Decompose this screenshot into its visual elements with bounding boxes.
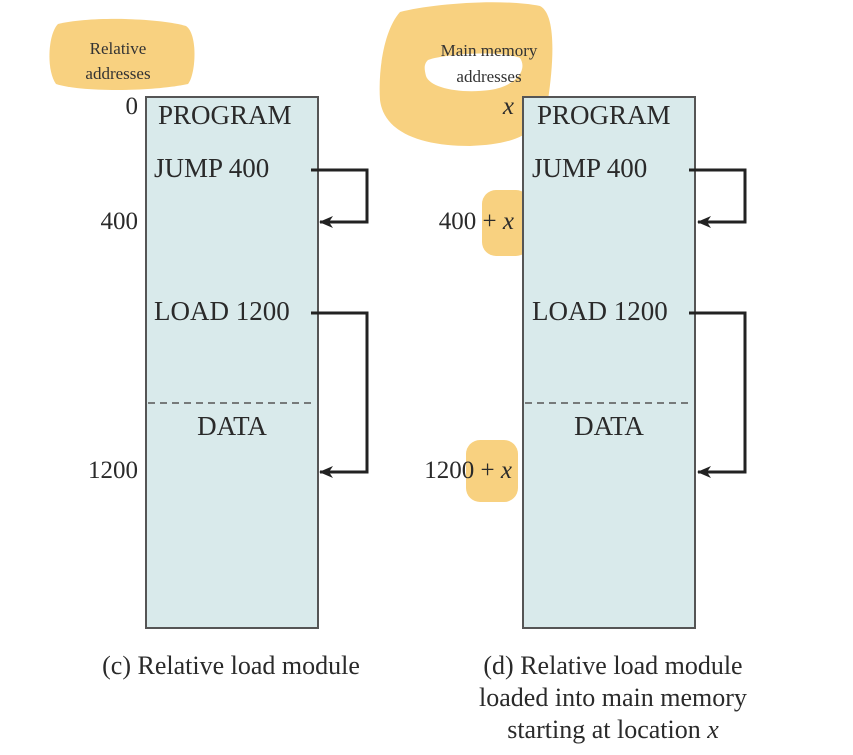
highlight-1200-plus-x bbox=[466, 440, 518, 502]
left-load-instruction: LOAD 1200 bbox=[154, 296, 290, 326]
left-jump-instruction: JUMP 400 bbox=[154, 153, 270, 183]
right-addr-1200-plus-x: 1200 + x bbox=[380, 458, 512, 483]
right-caption-line-3-text: starting at location bbox=[507, 715, 701, 744]
right-header-line-1: Main memory bbox=[440, 41, 538, 60]
right-module-box bbox=[522, 96, 696, 629]
right-addr-400-plus-x: 400 + x bbox=[388, 209, 514, 234]
right-data-label: DATA bbox=[574, 411, 644, 441]
left-jump-arrow bbox=[311, 168, 369, 228]
left-program-label: PROGRAM bbox=[158, 100, 292, 130]
left-header-line-1: Relative bbox=[89, 39, 147, 58]
right-addr-1200-var: x bbox=[500, 457, 512, 484]
right-memory-block bbox=[522, 96, 747, 629]
left-addr-start: 0 bbox=[125, 93, 139, 120]
left-caption: (c) Relative load module bbox=[102, 651, 360, 680]
left-addr-400: 400 bbox=[100, 208, 139, 235]
right-addr-400-var: x bbox=[502, 208, 514, 235]
right-caption-line-1: (d) Relative load module bbox=[483, 651, 743, 680]
right-caption-line-2: loaded into main memory bbox=[479, 683, 747, 712]
right-jump-instruction: JUMP 400 bbox=[532, 153, 648, 183]
right-load-arrow bbox=[689, 311, 747, 478]
left-module-box bbox=[145, 96, 319, 629]
left-header-line-2: addresses bbox=[85, 64, 151, 83]
left-memory-block bbox=[145, 96, 369, 629]
right-addr-start: x bbox=[502, 93, 514, 120]
highlighter-marks bbox=[49, 2, 553, 502]
right-header-line-2: addresses bbox=[456, 67, 522, 86]
right-caption-var: x bbox=[707, 715, 719, 744]
right-jump-arrow bbox=[689, 168, 747, 228]
highlight-400-plus-x bbox=[482, 190, 530, 256]
highlight-main-memory-scribble bbox=[379, 2, 553, 146]
right-caption-line-3: starting at location x bbox=[438, 714, 788, 746]
right-addr-1200-base: 1200 + bbox=[424, 457, 495, 484]
highlight-relative-addresses bbox=[49, 18, 195, 90]
right-addr-400-base: 400 + bbox=[438, 208, 497, 235]
right-program-label: PROGRAM bbox=[537, 100, 671, 130]
left-load-arrow bbox=[311, 311, 369, 478]
left-addr-1200: 1200 bbox=[88, 457, 138, 484]
right-load-instruction: LOAD 1200 bbox=[532, 296, 668, 326]
left-data-label: DATA bbox=[197, 411, 267, 441]
